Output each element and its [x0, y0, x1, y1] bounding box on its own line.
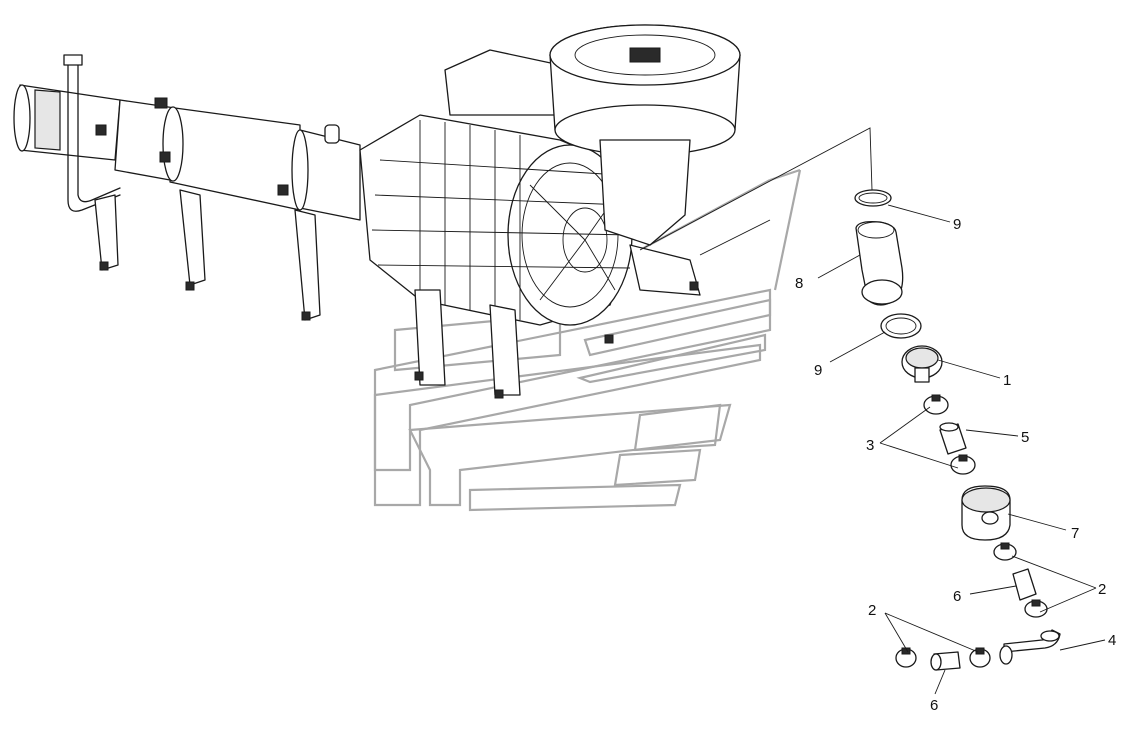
callout-7: 7 — [1071, 525, 1079, 542]
callout-1: 1 — [1003, 372, 1011, 389]
callout-5: 5 — [1021, 429, 1029, 446]
callout-2-right: 2 — [1098, 581, 1106, 598]
callout-4: 4 — [1108, 632, 1116, 649]
callouts: 9 8 9 1 3 5 7 2 6 2 4 6 — [795, 216, 1116, 714]
hose-6-upper — [1012, 568, 1037, 601]
callout-6-lower: 6 — [930, 697, 938, 714]
vehicle-frame-outline — [373, 168, 802, 512]
air-cleaner-body — [359, 24, 741, 399]
callout-8: 8 — [795, 275, 803, 292]
callout-9-top: 9 — [953, 216, 961, 233]
callout-9-lower: 9 — [814, 362, 822, 379]
callout-2-lower: 2 — [868, 602, 876, 619]
callout-3: 3 — [866, 437, 874, 454]
intake-pipe-assembly — [13, 54, 361, 321]
exploded-components — [854, 189, 1061, 671]
assembly-leaders — [639, 127, 873, 256]
clamp-9-top — [854, 189, 892, 207]
callout-leaders — [817, 204, 1106, 695]
callout-6-upper: 6 — [953, 588, 961, 605]
